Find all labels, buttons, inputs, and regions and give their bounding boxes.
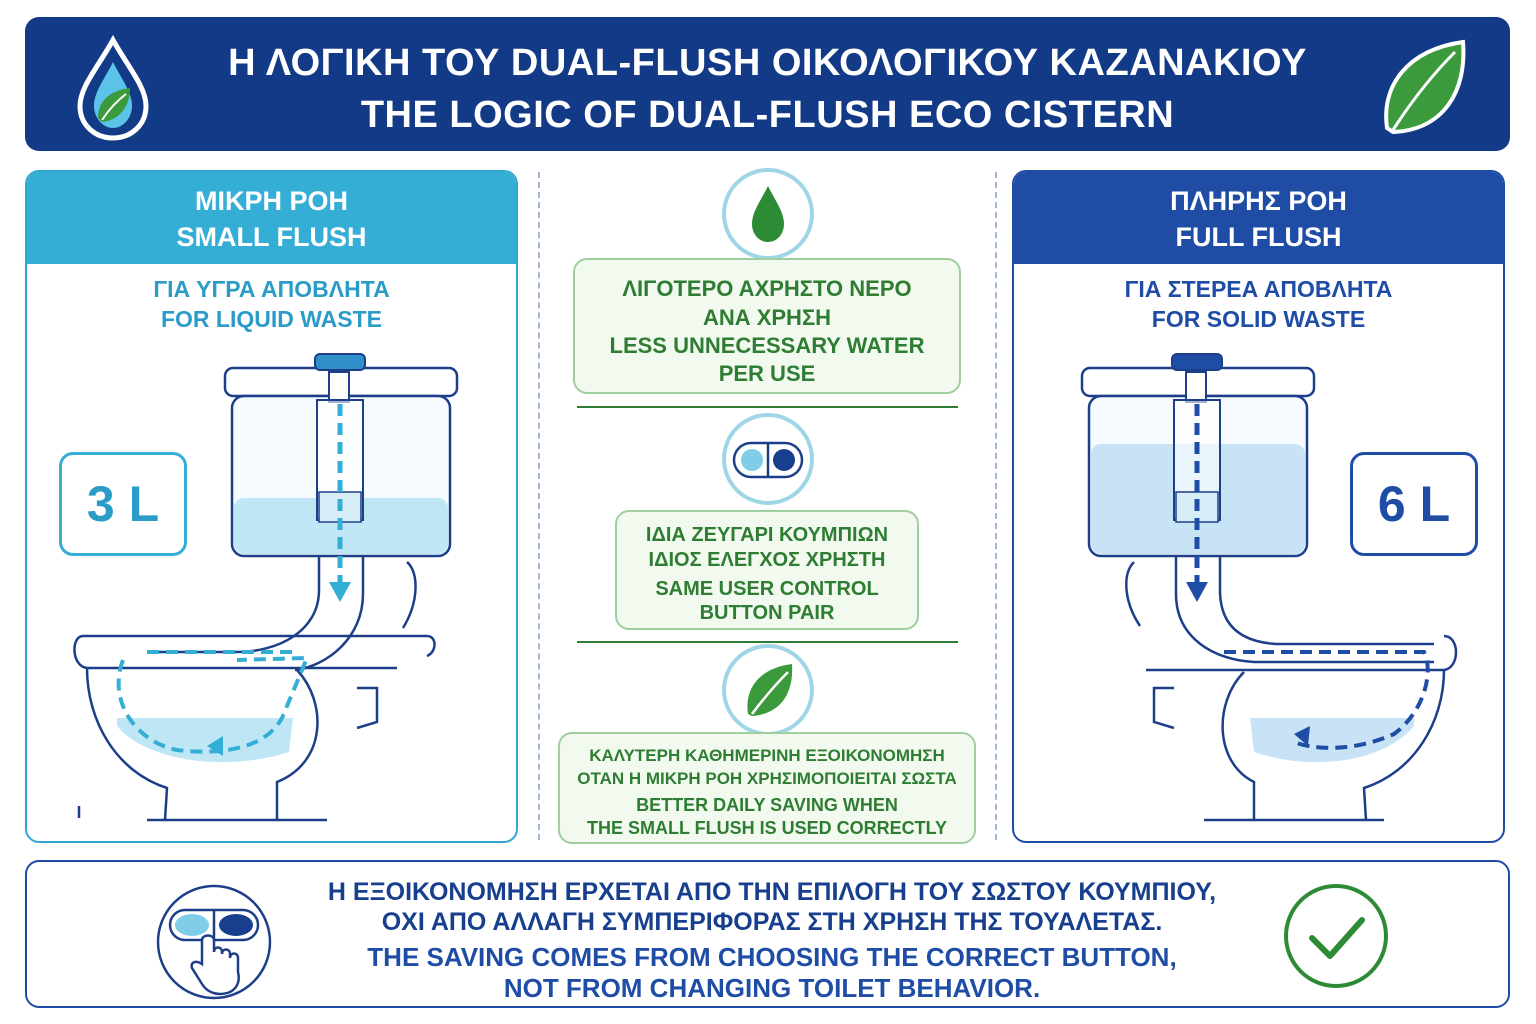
benefit-saving-box: ΚΑΛΥΤΕΡΗ ΚΑΘΗΜΕΡΙΝΗ ΕΞΟΙΚΟΝΟΜΗΣΗ ΟΤΑΝ Η … <box>558 732 976 844</box>
benefit-water-box: ΛΙΓΟΤΕΡΟ ΑΧΡΗΣΤΟ ΝΕΡΟ ΑΝΑ ΧΡΗΣΗ LESS UNN… <box>573 258 961 394</box>
benefit-control-line-3: SAME USER CONTROL <box>655 578 879 600</box>
bottom-banner: Η ΕΞΟΙΚΟΝΟΜΗΣΗ ΕΡΧΕΤΑΙ ΑΠΟ ΤΗΝ ΕΠΙΛΟΓΗ Τ… <box>25 860 1510 1008</box>
flush-button-full <box>1171 353 1223 371</box>
full-flush-toilet-illustration <box>1080 353 1458 822</box>
divider-right <box>995 172 997 840</box>
conclusion-greek-line-2: ΟΧΙ ΑΠΟ ΑΛΛΑΓΗ ΣΥΜΠΕΡΙΦΟΡΑΣ ΣΤΗ ΧΡΗΣΗ ΤΗ… <box>381 908 1163 936</box>
small-flush-volume: 3 L <box>59 452 187 556</box>
small-flush-header: ΜΙΚΡΗ ΡΟΗ SMALL FLUSH <box>27 172 516 264</box>
benefit-water-line-3: LESS UNNECESSARY WATER <box>609 333 925 358</box>
benefit-saving-line-2: ΟΤΑΝ Η ΜΙΚΡΗ ΡΟΗ ΧΡΗΣΙΜΟΠΟΙΕΙΤΑΙ ΣΩΣΤΑ <box>577 769 957 788</box>
check-icon <box>1284 884 1388 988</box>
dual-button-circle <box>722 413 814 505</box>
leaf-icon <box>747 664 793 716</box>
leaf-circle <box>722 644 814 736</box>
middle-rule-1 <box>577 406 958 408</box>
benefit-saving-line-3: BETTER DAILY SAVING WHEN <box>636 795 898 815</box>
conclusion-greek-line-1: Η ΕΞΟΙΚΟΝΟΜΗΣΗ ΕΡΧΕΤΑΙ ΑΠΟ ΤΗΝ ΕΠΙΛΟΓΗ Τ… <box>327 878 1217 906</box>
full-flush-subtitle-english: FOR SOLID WASTE <box>1151 306 1366 332</box>
benefit-control-box: ΙΔΙΑ ΖΕΥΓΑΡΙ ΚΟΥΜΠΙΩΝ ΙΔΙΟΣ ΕΛΕΓΧΟΣ ΧΡΗΣ… <box>615 510 919 630</box>
hand-pressing-button-icon <box>156 884 272 1000</box>
benefit-saving-line-4: THE SMALL FLUSH IS USED CORRECTLY <box>586 818 948 838</box>
title-english: THE LOGIC OF DUAL-FLUSH ECO CISTERN <box>360 94 1175 136</box>
conclusion-english-line-1: THE SAVING COMES FROM CHOOSING THE CORRE… <box>367 942 1177 972</box>
small-flush-panel: ΜΙΚΡΗ ΡΟΗ SMALL FLUSH ΓΙΑ ΥΓΡΑ ΑΠΟΒΛΗΤΑ … <box>25 170 518 843</box>
benefit-control-line-4: BUTTON PAIR <box>699 602 835 624</box>
full-flush-header: ΠΛΗΡΗΣ ΡΟΗ FULL FLUSH <box>1014 172 1503 264</box>
water-drop-circle <box>722 168 814 260</box>
divider-left <box>538 172 540 840</box>
bowl-water <box>1250 718 1414 763</box>
water-drop-leaf-icon <box>77 34 149 141</box>
header-banner: Η ΛΟΓΙΚΗ ΤΟΥ DUAL-FLUSH ΟΙΚΟΛΟΓΙΚΟΥ ΚΑΖΑ… <box>25 17 1510 151</box>
small-flush-title-english: SMALL FLUSH <box>176 222 367 252</box>
flush-button-small <box>314 353 366 371</box>
small-flush-subtitle-english: FOR LIQUID WASTE <box>160 306 383 332</box>
benefit-control-line-2: ΙΔΙΟΣ ΕΛΕΓΧΟΣ ΧΡΗΣΤΗ <box>648 549 886 571</box>
full-flush-title-greek: ΠΛΗΡΗΣ ΡΟΗ <box>1170 186 1347 216</box>
benefit-water-line-1: ΛΙΓΟΤΕΡΟ ΑΧΡΗΣΤΟ ΝΕΡΟ <box>622 276 912 301</box>
full-flush-subtitle-greek: ΓΙΑ ΣΤΕΡΕΑ ΑΠΟΒΛΗΤΑ <box>1124 276 1393 302</box>
benefit-saving-line-1: ΚΑΛΥΤΕΡΗ ΚΑΘΗΜΕΡΙΝΗ ΕΞΟΙΚΟΝΟΜΗΣΗ <box>589 746 945 765</box>
small-flush-subtitle-greek: ΓΙΑ ΥΓΡΑ ΑΠΟΒΛΗΤΑ <box>153 276 390 302</box>
water-drop-icon <box>752 186 784 242</box>
small-flush-title-greek: ΜΙΚΡΗ ΡΟΗ <box>194 186 348 216</box>
title-greek: Η ΛΟΓΙΚΗ ΤΟΥ DUAL-FLUSH ΟΙΚΟΛΟΓΙΚΟΥ ΚΑΖΑ… <box>228 42 1307 84</box>
middle-rule-2 <box>577 641 958 643</box>
conclusion-english-line-2: NOT FROM CHANGING TOILET BEHAVIOR. <box>503 973 1041 1003</box>
benefit-control-line-1: ΙΔΙΑ ΖΕΥΓΑΡΙ ΚΟΥΜΠΙΩΝ <box>645 524 889 546</box>
bowl-water <box>117 718 293 763</box>
dual-button-icon <box>732 441 804 479</box>
benefit-water-line-2: ΑΝΑ ΧΡΗΣΗ <box>702 305 832 330</box>
benefit-water-line-4: PER USE <box>718 361 816 386</box>
small-flush-toilet-illustration <box>73 353 459 822</box>
full-flush-panel: ΠΛΗΡΗΣ ΡΟΗ FULL FLUSH ΓΙΑ ΣΤΕΡΕΑ ΑΠΟΒΛΗΤ… <box>1012 170 1505 843</box>
full-flush-volume: 6 L <box>1350 452 1478 556</box>
full-flush-title-english: FULL FLUSH <box>1175 222 1342 252</box>
leaf-icon <box>1384 39 1466 135</box>
